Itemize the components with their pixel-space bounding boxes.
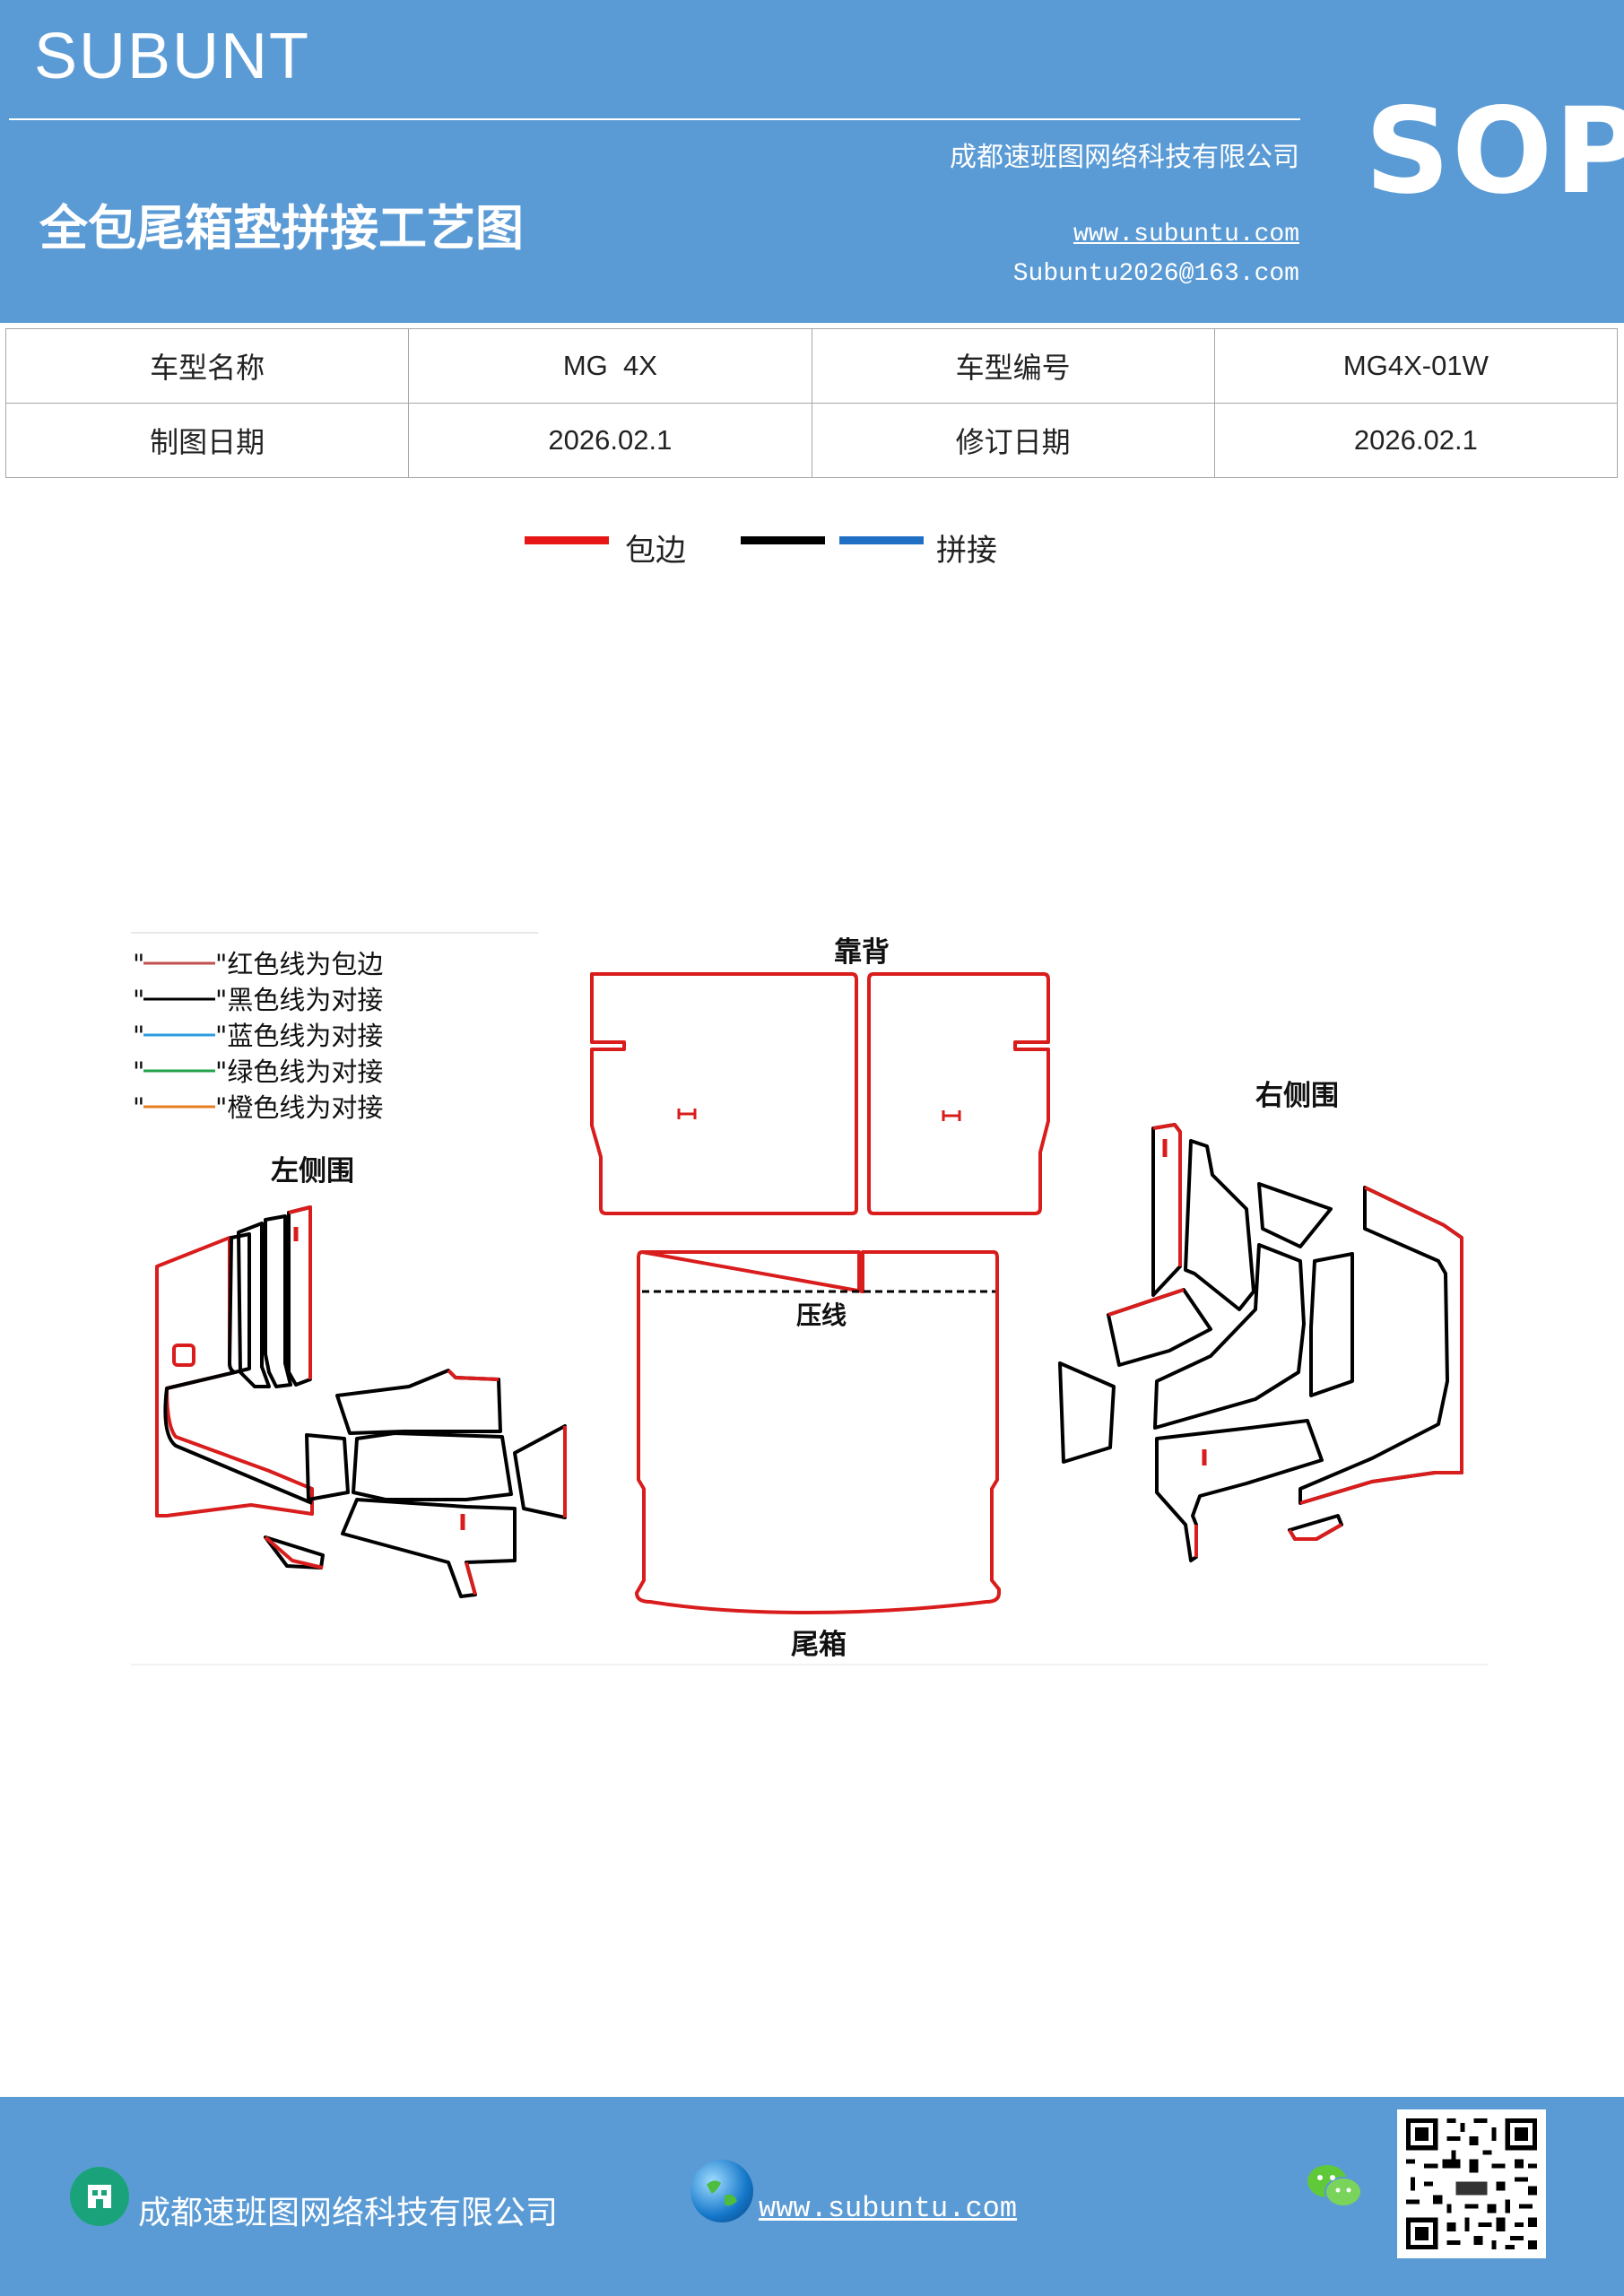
left-side-panels (155, 1205, 567, 1598)
wechat-icon (1304, 2160, 1367, 2213)
blue-join-swatch (839, 536, 924, 544)
red-wrap-swatch (525, 536, 609, 544)
key-item-blue: " "蓝色线为对接 (133, 1021, 383, 1051)
right-side-panels (1058, 1123, 1463, 1562)
globe-icon (690, 2160, 753, 2222)
model-name-label: 车型名称 (4, 328, 410, 404)
footer-company-name: 成都速班图网络科技有限公司 (138, 2195, 559, 2231)
model-code-label: 车型编号 (811, 328, 1215, 404)
header-email: Subuntu2026@163.com (1012, 260, 1299, 288)
model-name-value: MG 4X (408, 328, 812, 404)
header-banner (0, 0, 1624, 323)
svg-text:"红色线为包边: "红色线为包边 (215, 949, 383, 979)
svg-text:"蓝色线为对接: "蓝色线为对接 (215, 1021, 383, 1051)
wrap-legend-label: 包边 (625, 533, 686, 569)
key-item-orange: " "橙色线为对接 (133, 1092, 383, 1123)
sop-badge: SOP (1365, 83, 1624, 221)
draw-date-value: 2026.02.1 (408, 403, 812, 478)
model-code-value: MG4X-01W (1213, 328, 1619, 404)
svg-text:": " (133, 1021, 144, 1051)
header-website-link[interactable]: www.subuntu.com (1073, 221, 1299, 248)
revise-date-label: 修订日期 (811, 403, 1215, 478)
revise-date-value: 2026.02.1 (1213, 403, 1619, 478)
line-color-key: " "红色线为包边 " "黑色线为对接 " "蓝色线为对接 " "绿色线为对接 … (133, 949, 383, 1123)
vehicle-info-table: 车型名称 MG 4X 车型编号 MG4X-01W 制图日期 2026.02.1 … (4, 328, 1619, 478)
svg-text:"黑色线为对接: "黑色线为对接 (215, 985, 383, 1015)
brand-logo-text: SUBUNT (34, 21, 311, 92)
header-divider (9, 118, 1300, 120)
table-row: 制图日期 2026.02.1 修订日期 2026.02.1 (4, 403, 1619, 478)
table-row: 车型名称 MG 4X 车型编号 MG4X-01W (4, 328, 1619, 404)
join-legend-label: 拼接 (936, 533, 997, 569)
qr-code-image (1397, 2109, 1546, 2258)
svg-text:"橙色线为对接: "橙色线为对接 (215, 1092, 383, 1123)
crease-label: 压线 (796, 1300, 847, 1330)
document-title: 全包尾箱垫拼接工艺图 (39, 200, 524, 257)
svg-text:": " (133, 949, 144, 979)
black-join-swatch (741, 536, 825, 544)
key-item-red: " "红色线为包边 (133, 949, 383, 979)
seatback-right-panel (867, 972, 1050, 1215)
svg-text:": " (133, 1092, 144, 1123)
footer-website-link[interactable]: www.subuntu.com (759, 2192, 1018, 2225)
trunk-floor-panel (635, 1250, 1001, 1614)
left-side-label: 左侧围 (271, 1155, 354, 1187)
right-side-label: 右侧围 (1255, 1080, 1339, 1112)
seatback-left-panel (590, 972, 858, 1215)
seatback-label: 靠背 (834, 936, 890, 969)
draw-date-label: 制图日期 (4, 403, 410, 478)
key-item-black: " "黑色线为对接 (133, 985, 383, 1015)
svg-text:": " (133, 985, 144, 1015)
svg-text:": " (133, 1057, 144, 1087)
building-icon (70, 2167, 129, 2226)
trunk-label: 尾箱 (791, 1629, 847, 1661)
key-item-green: " "绿色线为对接 (133, 1057, 383, 1087)
svg-text:"绿色线为对接: "绿色线为对接 (215, 1057, 383, 1087)
header-company-name: 成都速班图网络科技有限公司 (950, 142, 1299, 173)
